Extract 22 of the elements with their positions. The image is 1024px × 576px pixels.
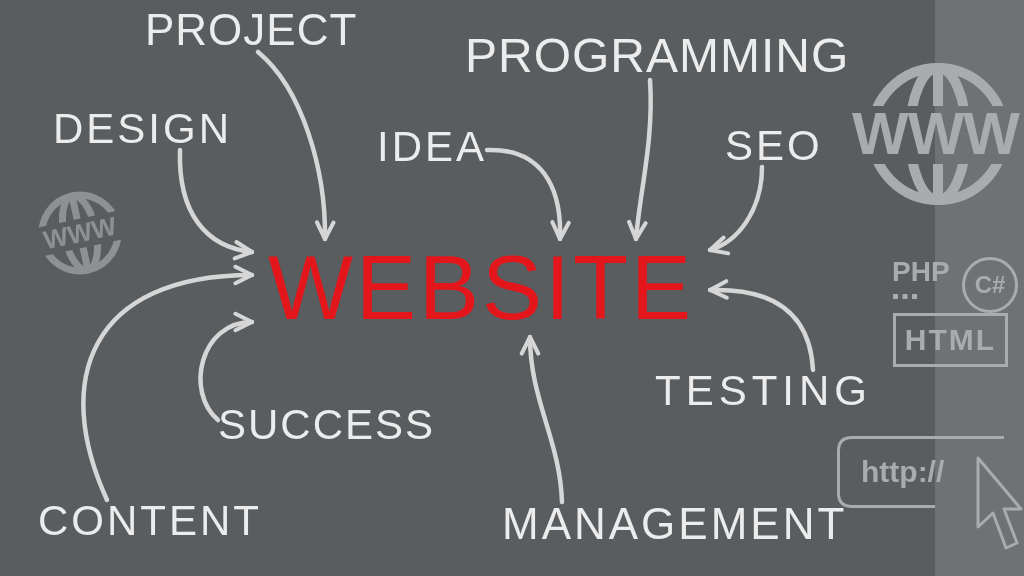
chalk-word: SEO — [725, 125, 823, 167]
chalk-word: PROJECT — [145, 8, 358, 52]
chalk-word: TESTING — [655, 370, 872, 412]
globe-label: WWW — [852, 104, 1019, 164]
chalk-arrow — [484, 147, 571, 242]
chalk-word: DESIGN — [53, 108, 233, 150]
chalk-arrow — [81, 265, 255, 503]
chalk-arrow — [198, 313, 255, 423]
address-bar: http:// — [837, 436, 1004, 508]
chalk-arrow — [177, 147, 255, 260]
chalk-word: CONTENT — [38, 500, 262, 542]
central-word: WEBSITE — [252, 239, 711, 337]
chalk-arrow — [627, 77, 653, 242]
chalk-arrow — [707, 164, 765, 255]
chalk-word: IDEA — [377, 126, 488, 168]
code-label: PHP — [892, 258, 950, 286]
chalk-arrow — [255, 49, 335, 242]
chalk-word: PROGRAMMING — [465, 32, 850, 80]
code-tag-frame: HTML — [893, 313, 1008, 367]
chalk-arrow — [707, 279, 816, 373]
chalk-arrow — [520, 334, 565, 505]
chalk-word: SUCCESS — [218, 404, 436, 446]
